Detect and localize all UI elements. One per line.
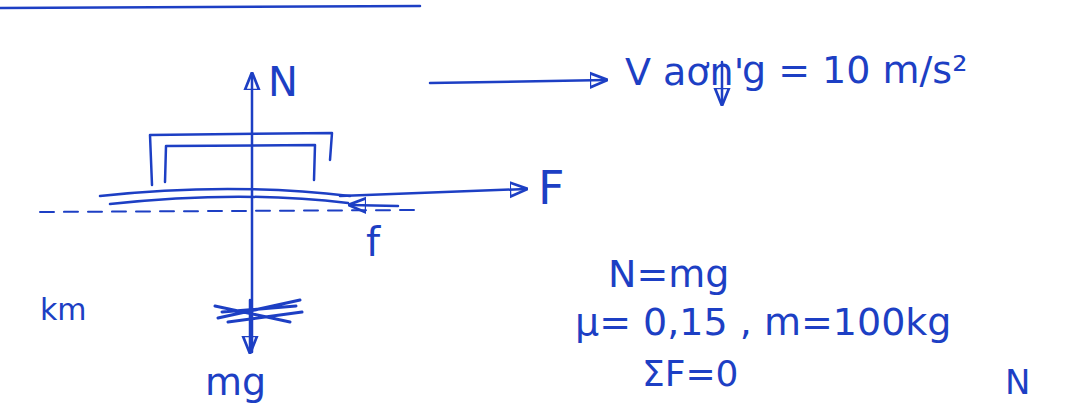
- velocity-arrow: [430, 80, 606, 83]
- note-text: km: [40, 292, 87, 327]
- force-label: F: [538, 161, 564, 215]
- force-label: mg: [205, 360, 266, 404]
- equation: N=mg: [608, 252, 729, 296]
- applied-force-arrow: [340, 189, 526, 196]
- equation: ΣF=0: [642, 353, 739, 394]
- heading-underline: [0, 6, 420, 8]
- block-inner: [165, 145, 315, 182]
- crossed-out-scribble: [215, 300, 302, 322]
- block-outline: [150, 133, 332, 185]
- gravity-value: g = 10 m/s²: [742, 48, 967, 92]
- force-label: N: [268, 59, 298, 105]
- friction-arrow: [350, 205, 398, 206]
- force-label: f: [366, 219, 380, 265]
- weight-arrow: [249, 300, 252, 352]
- equation: N: [1005, 362, 1030, 402]
- contact-surface: [100, 189, 350, 204]
- velocity-label: V aơn': [625, 50, 744, 94]
- ground-line: [40, 210, 420, 212]
- given-values: μ= 0,15 , m=100kg: [575, 300, 951, 344]
